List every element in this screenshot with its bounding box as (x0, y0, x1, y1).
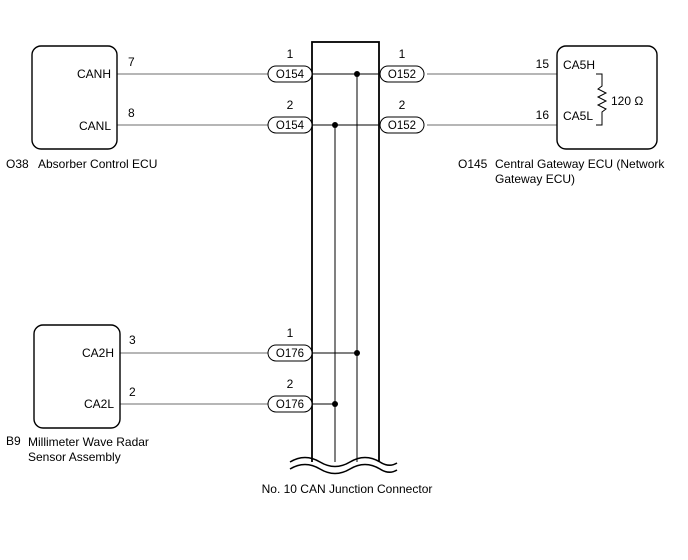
junction-dot-low-top (332, 122, 338, 128)
connector-pin-number: 2 (287, 377, 294, 391)
pin-label-ca5l: CA5L (563, 109, 593, 123)
central-gateway-ecu: CA5H CA5L 15 16 120 Ω O145 Central Gatew… (458, 45, 665, 186)
pin-label-ca5h: CA5H (563, 58, 595, 72)
pin-label-ca2l: CA2L (84, 397, 114, 411)
connector-id: O154 (276, 120, 305, 132)
junction-dot-high-bottom (354, 350, 360, 356)
connector-id: O152 (388, 69, 416, 81)
connector-pin-number: 1 (287, 47, 294, 61)
pin-label-ca2h: CA2H (82, 346, 114, 360)
radar-sensor-code: B9 (6, 434, 21, 448)
pin-number-ca5h: 15 (536, 57, 550, 71)
connector-o154-pin2: O154 2 (267, 98, 313, 134)
connector-pin-number: 1 (399, 47, 406, 61)
connector-id: O154 (276, 69, 305, 81)
absorber-control-ecu: CANH CANL 7 8 O38 Absorber Control ECU (6, 45, 157, 171)
break-line-bottom (289, 463, 398, 475)
radar-sensor-box (33, 324, 121, 429)
absorber-ecu-box (31, 45, 118, 150)
radar-sensor-name-line1: Millimeter Wave Radar (28, 435, 149, 449)
resistor-value: 120 Ω (611, 94, 643, 108)
connector-id: O176 (276, 399, 304, 411)
radar-sensor-assembly: CA2H CA2L 3 2 B9 Millimeter Wave Radar S… (6, 324, 149, 464)
gateway-ecu-name-line2: Gateway ECU) (495, 172, 575, 186)
connector-o176-pin1: O176 1 (267, 326, 313, 362)
absorber-ecu-name: Absorber Control ECU (38, 157, 157, 171)
termination-resistor: 120 Ω (596, 73, 643, 126)
connector-id: O176 (276, 348, 304, 360)
pin-number-canh: 7 (128, 55, 135, 69)
connector-o154-pin1: O154 1 (267, 47, 313, 83)
gateway-ecu-name-line1: Central Gateway ECU (Network (495, 157, 665, 171)
connector-id: O152 (388, 120, 416, 132)
connector-o176-pin2: O176 2 (267, 377, 313, 413)
break-line-top (289, 456, 398, 468)
pin-label-canh: CANH (77, 67, 111, 81)
junction-connector: No. 10 CAN Junction Connector (262, 41, 433, 496)
connector-o152-pin2: O152 2 (379, 98, 425, 134)
pin-number-ca5l: 16 (536, 108, 550, 122)
pin-number-ca2l: 2 (129, 385, 136, 399)
pin-number-canl: 8 (128, 106, 135, 120)
gateway-ecu-code: O145 (458, 157, 488, 171)
absorber-ecu-code: O38 (6, 157, 29, 171)
pin-number-ca2h: 3 (129, 333, 136, 347)
connector-pin-number: 1 (287, 326, 294, 340)
connector-pin-number: 2 (399, 98, 406, 112)
gateway-ecu-box (556, 45, 658, 150)
junction-connector-label: No. 10 CAN Junction Connector (262, 482, 433, 496)
junction-dot-low-bottom (332, 401, 338, 407)
pin-label-canl: CANL (79, 119, 111, 133)
junction-connector-body (311, 41, 380, 464)
junction-dot-high-top (354, 71, 360, 77)
connector-pin-number: 2 (287, 98, 294, 112)
radar-sensor-name-line2: Sensor Assembly (28, 450, 121, 464)
connector-o152-pin1: O152 1 (379, 47, 425, 83)
